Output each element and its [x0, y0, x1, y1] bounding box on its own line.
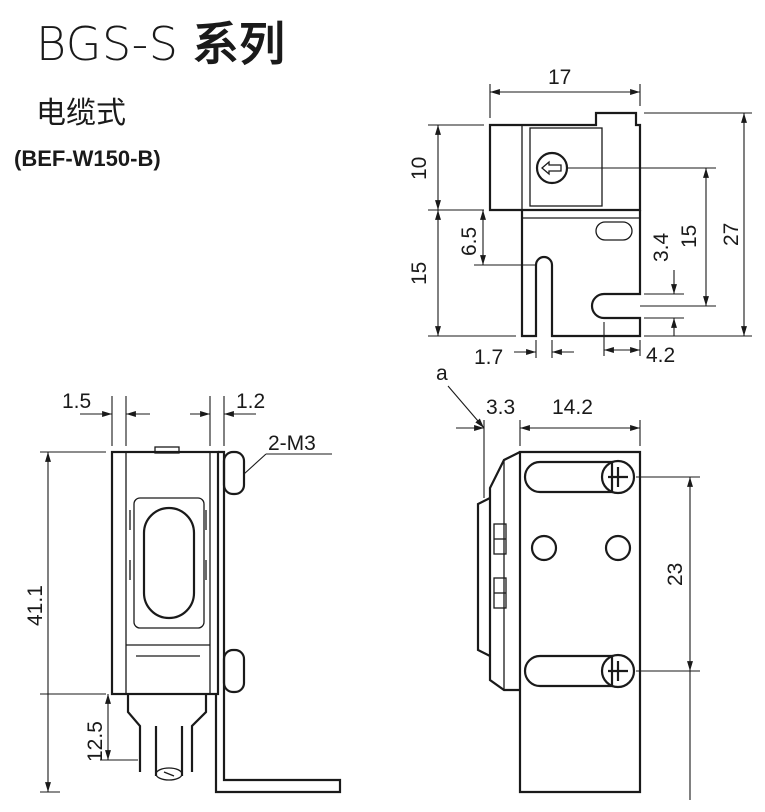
- screw-head-upper: [222, 450, 246, 496]
- dim-top-height-lower: 15: [408, 262, 431, 285]
- dim-side-width: 14.2: [552, 396, 593, 419]
- dim-side-slot-depth: 4.2: [646, 344, 675, 367]
- lens-window: [595, 221, 633, 241]
- marker-a: a: [436, 362, 448, 385]
- slot-lower: [523, 654, 614, 688]
- side-housing: [488, 451, 521, 692]
- adjust-knob-icon: [535, 151, 569, 185]
- screw-lower-icon: [600, 653, 636, 689]
- dim-slot-depth: 6.5: [458, 227, 481, 256]
- subtitle: 电缆式: [36, 96, 126, 131]
- dim-top-height-upper: 10: [408, 157, 431, 180]
- front-view: 1.5 1.2 2-M3 41.1 12.5: [24, 390, 342, 794]
- dim-side-slot-height: 3.4: [650, 232, 673, 262]
- dim-total-height: 27: [720, 223, 743, 246]
- side-view: a 3.3 14.2 23: [436, 362, 700, 800]
- dim-screw-pitch: 23: [664, 563, 687, 586]
- dim-front-right: 1.2: [236, 390, 265, 413]
- dim-top-width: 17: [548, 66, 571, 89]
- top-upper-block: [488, 111, 642, 212]
- dim-cable-offset: 12.5: [84, 721, 107, 762]
- dim-side-slot-offset: 15: [678, 225, 701, 248]
- top-recess: [529, 127, 603, 207]
- model-number: (BEF-W150-B): [14, 146, 161, 171]
- side-connector: [476, 497, 491, 657]
- screw-label: 2-M3: [268, 432, 316, 455]
- hole-left: [530, 534, 558, 562]
- series-suffix: 系列: [192, 17, 286, 71]
- cable-strain-relief: [126, 694, 208, 772]
- hole-right: [604, 534, 632, 562]
- top-cap: [154, 446, 180, 454]
- dim-front-height: 41.1: [24, 585, 47, 626]
- bracket-plate: [214, 450, 342, 794]
- arrow-icon: [541, 160, 562, 176]
- screw-head-lower: [222, 648, 246, 694]
- dim-slot-width: 1.7: [474, 346, 503, 369]
- side-plate: [518, 450, 642, 794]
- top-lower-bracket: [520, 210, 642, 338]
- dim-front-left: 1.5: [62, 390, 91, 413]
- screw-upper-icon: [600, 459, 636, 495]
- cable: [154, 726, 184, 776]
- lens-icon: [142, 506, 196, 620]
- top-view: 17 10 15 6.5 1.7 4.2 3.4 15: [408, 66, 752, 369]
- series-title: BGS-S: [36, 17, 179, 71]
- slot-upper: [523, 460, 614, 494]
- front-body: [110, 450, 220, 696]
- dim-side-offset: 3.3: [486, 396, 515, 419]
